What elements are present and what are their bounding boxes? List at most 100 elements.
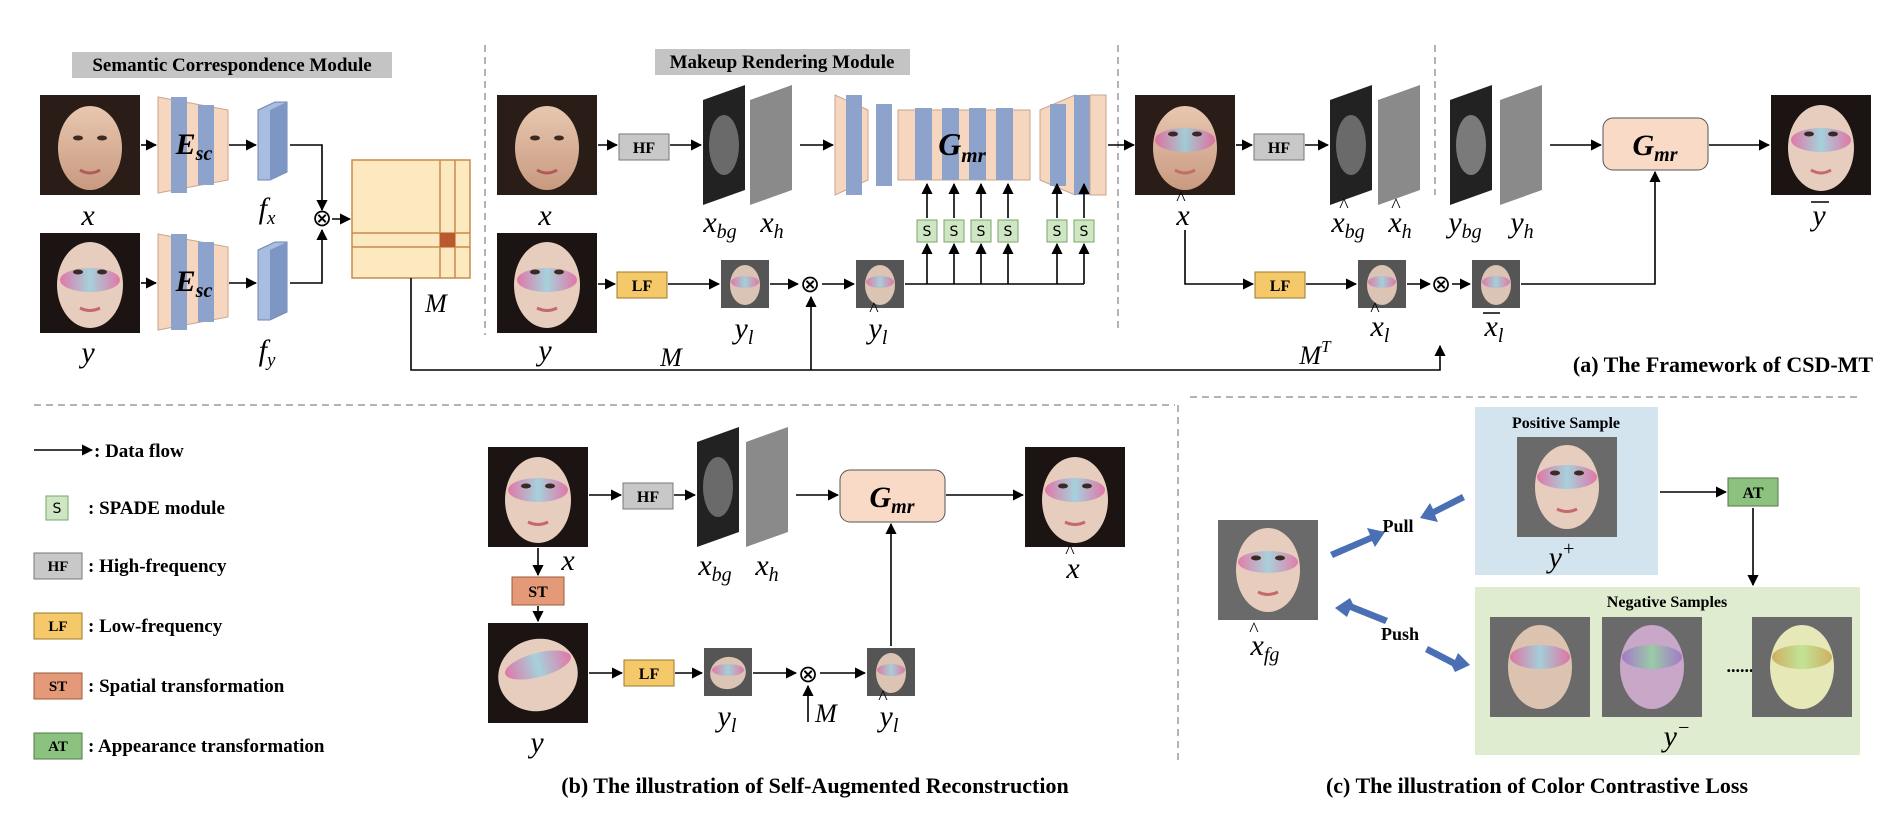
at-block: AT	[1727, 477, 1779, 507]
face-x-sar	[488, 447, 588, 547]
encoder-top: Esc	[157, 96, 229, 194]
legend: : Data flow S : SPADE module HF : High-f…	[33, 441, 325, 760]
feature-fy	[257, 241, 288, 321]
svg-text:S: S	[923, 224, 932, 240]
lf-block-1: LF	[616, 271, 668, 299]
module-label-makeup: Makeup Rendering Module	[655, 49, 910, 75]
svg-text:Semantic Correspondence Module: Semantic Correspondence Module	[92, 55, 371, 76]
hat-marks-makeup: ^	[869, 299, 879, 321]
arrows-makeup	[598, 139, 1136, 290]
face-x-fg	[1218, 520, 1318, 620]
caption-color-contrastive: (c) The illustration of Color Contrastiv…	[1326, 773, 1748, 798]
labels-makeup: x y xbg xh yl yl	[535, 199, 888, 367]
label-pull: Pull	[1382, 516, 1413, 536]
svg-text:yh: yh	[1507, 206, 1533, 243]
svg-text:y: y	[78, 336, 95, 369]
face-y-warped	[488, 623, 588, 723]
encoder-bottom: Esc	[157, 233, 229, 331]
svg-text:MT: MT	[1298, 337, 1332, 370]
svg-text:yl: yl	[732, 312, 754, 349]
layers-x-hat	[1330, 85, 1420, 205]
svg-text:y+: y+	[1546, 538, 1576, 574]
hat-marks-sar: ^ ^	[878, 541, 1075, 709]
module-label-semantic: Semantic Correspondence Module	[72, 52, 392, 78]
positive-panel: Positive Sample y+	[1475, 407, 1658, 575]
svg-text:Esc: Esc	[175, 128, 213, 165]
svg-text:fx: fx	[259, 192, 276, 229]
svg-text:Positive Sample: Positive Sample	[1512, 415, 1620, 432]
svg-text:S: S	[1053, 224, 1062, 240]
bar-marks	[1483, 201, 1829, 314]
svg-text:^: ^	[1391, 195, 1401, 217]
generator-main: Gmr	[834, 94, 1107, 196]
svg-text:xh: xh	[1387, 206, 1411, 243]
svg-text:x: x	[537, 199, 552, 232]
spade-blocks: S S S S S S	[916, 219, 1095, 243]
negative-ellipsis: ......	[1727, 656, 1754, 676]
face-yl-hat-sar	[867, 648, 915, 696]
st-block: ST	[511, 576, 565, 606]
svg-text:AT: AT	[48, 739, 68, 755]
labels-sar: x y xbg xh x yl yl M	[527, 544, 1080, 759]
otimes-2: ⊗	[800, 272, 820, 298]
svg-text:xbg: xbg	[702, 206, 736, 243]
svg-text:xfg: xfg	[1250, 629, 1280, 666]
correspondence-matrix	[351, 159, 471, 279]
legend-swatch-st	[33, 672, 83, 700]
svg-text:S: S	[977, 224, 986, 240]
svg-text:Gmr: Gmr	[869, 481, 914, 518]
svg-text:xh: xh	[754, 549, 778, 586]
arrows-sar	[532, 489, 1025, 722]
hat-marks-inverse: ^ ^ ^ ^	[1176, 188, 1401, 321]
face-xl-hat	[1358, 260, 1406, 308]
svg-text:Makeup Rendering Module: Makeup Rendering Module	[670, 52, 895, 73]
svg-text:yl: yl	[715, 700, 737, 737]
legend-label-hf: : High-frequency	[88, 556, 227, 577]
push-arrow-right	[1425, 646, 1470, 672]
svg-text:yl: yl	[866, 312, 888, 349]
pull-arrow-right	[1420, 494, 1465, 522]
legend-label-st: : Spatial transformation	[88, 676, 285, 697]
negative-sample-2	[1602, 617, 1702, 717]
svg-text:HF: HF	[637, 489, 659, 506]
legend-label-dataflow: : Data flow	[94, 441, 184, 462]
svg-text:^: ^	[878, 687, 888, 709]
svg-text:x: x	[1065, 552, 1080, 585]
svg-text:^: ^	[1065, 541, 1075, 563]
svg-text:ST: ST	[49, 679, 67, 695]
otimes-4: ⊗	[798, 662, 818, 688]
legend-swatch-hf	[33, 552, 83, 580]
face-x-mr	[497, 95, 597, 195]
hf-block-2: HF	[1253, 133, 1305, 161]
svg-text:HF: HF	[633, 140, 655, 157]
negative-sample-1	[1490, 617, 1590, 717]
arrows-semantic	[141, 139, 1446, 371]
labels-inverse: x xbg xh ybg yh y xl xl	[1175, 199, 1826, 347]
svg-text:HF: HF	[1268, 140, 1290, 157]
face-yl-hat	[856, 260, 904, 308]
svg-text:x: x	[80, 199, 95, 232]
pull-push-arrows	[1330, 494, 1470, 672]
negative-sample-n	[1752, 617, 1852, 717]
otimes-1: ⊗	[312, 206, 332, 232]
svg-text:xbg: xbg	[697, 549, 731, 586]
push-arrow-left	[1335, 598, 1388, 624]
layers-x-mr	[703, 85, 792, 205]
svg-text:x: x	[1175, 199, 1190, 232]
face-yl-sar	[704, 648, 752, 696]
svg-text:LF: LF	[48, 619, 67, 635]
svg-text:y: y	[527, 726, 544, 759]
svg-text:ybg: ybg	[1445, 206, 1481, 243]
svg-text:^: ^	[869, 299, 879, 321]
svg-text:M: M	[424, 289, 448, 318]
label-x-fg: xfg ^	[1249, 619, 1279, 666]
svg-text:LF: LF	[632, 278, 653, 295]
face-x-hat-sar	[1025, 447, 1125, 547]
svg-text:yl: yl	[877, 700, 899, 737]
face-y-reference	[40, 233, 140, 333]
caption-framework: (a) The Framework of CSD-MT	[1573, 352, 1874, 377]
negative-panel: Negative Samples ...... y−	[1475, 587, 1860, 755]
legend-swatch-at	[33, 732, 83, 760]
svg-text:^: ^	[1370, 299, 1380, 321]
